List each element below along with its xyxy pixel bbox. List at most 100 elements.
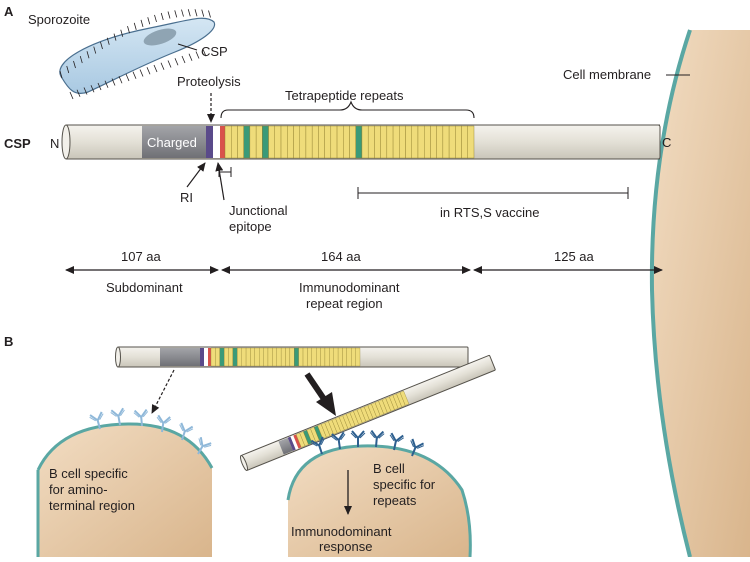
repeat-stripe (336, 125, 344, 159)
repeat-stripe-small (245, 347, 251, 367)
left-cell-label-line2: for amino- (49, 482, 108, 497)
repeat-stripe-small (263, 347, 269, 367)
sporozoite-hair (106, 37, 110, 45)
antibody-group-left (89, 407, 212, 455)
repeat-stripe-small (210, 347, 216, 367)
junctional-label-line1: Junctional (229, 203, 288, 218)
repeat-stripe (255, 125, 263, 159)
segment-2-aa: 164 aa (321, 249, 362, 264)
antibody-icon (156, 414, 172, 433)
repeat-stripe (268, 125, 276, 159)
sporozoite-hair (167, 60, 172, 68)
repeat-stripe-small (316, 347, 321, 367)
repeat-stripe-small (298, 347, 304, 367)
repeat-stripe-small (329, 347, 334, 367)
thick-arrow (304, 372, 336, 416)
repeat-stripe-small (351, 347, 356, 367)
sporozoite-hair (132, 71, 137, 79)
repeat-stripe (361, 125, 369, 159)
sporozoite-hair (133, 22, 137, 30)
panel-b-letter: B (4, 334, 13, 349)
dashed-arrow-left (151, 369, 175, 414)
repeat-stripe (293, 125, 300, 159)
repeat-stripe-small (228, 347, 234, 367)
sporozoite-hair (97, 82, 102, 91)
repeat-stripe (424, 125, 431, 159)
repeat-stripe-variant (355, 125, 363, 159)
antibody-icon (410, 438, 425, 457)
repeat-stripe (461, 125, 468, 159)
segment-2-desc-line2: repeat region (306, 296, 383, 311)
repeat-stripe-small (215, 347, 220, 367)
vaccine-bracket (357, 187, 629, 199)
repeat-stripe-tilted (399, 390, 410, 406)
sporozoite-icon (59, 9, 216, 100)
csp-rod-tilted (239, 354, 496, 471)
repeat-stripe-small (232, 347, 238, 367)
antibody-icon (310, 436, 325, 455)
repeat-stripe (442, 125, 450, 159)
antibody-icon (133, 408, 149, 427)
csp-row-label: CSP (4, 136, 31, 151)
proteolysis-label: Proteolysis (177, 74, 241, 89)
sporozoite-hair (194, 9, 198, 17)
sporozoite-hair (66, 65, 70, 74)
repeat-stripe-small (237, 347, 242, 367)
sporozoite-hair (93, 46, 97, 54)
repeats-label: Tetrapeptide repeats (285, 88, 404, 103)
repeat-stripe-small (346, 347, 352, 367)
sporozoite-hair (111, 78, 116, 86)
repeat-stripe (467, 125, 475, 159)
sporozoite-hair (86, 51, 90, 59)
sporozoite-hair (174, 10, 178, 18)
repeat-stripe-small (223, 347, 229, 367)
repeat-stripe (392, 125, 400, 159)
antibody-icon (389, 432, 405, 451)
repeat-stripe-small (241, 347, 247, 367)
repeat-stripe (299, 125, 307, 159)
panel-a-letter: A (4, 4, 14, 19)
sporozoite-hair (195, 51, 200, 59)
repeat-stripe-variant (262, 125, 269, 159)
repeat-stripe-small (311, 347, 317, 367)
ri-arrow (186, 162, 206, 188)
sporozoite-hair (113, 33, 117, 41)
junctional-arrow (215, 162, 225, 201)
sporozoite-hair (202, 49, 207, 57)
antibody-icon (89, 411, 104, 430)
segment-3-aa: 125 aa (554, 249, 595, 264)
repeat-stripe (448, 125, 456, 159)
repeat-stripe (274, 125, 282, 159)
c-terminus-label: C (662, 135, 671, 150)
sporozoite-label: Sporozoite (28, 12, 90, 27)
junctional-bracket (218, 167, 232, 177)
sporozoite-hair (181, 9, 184, 17)
junctional-label-line2: epitope (229, 219, 272, 234)
sporozoite-hair (154, 14, 157, 23)
cell-membrane-label: Cell membrane (563, 67, 651, 82)
antibody-icon (110, 407, 125, 426)
left-cell-label-line1: B cell specific (49, 466, 128, 481)
sporozoite-hair (208, 10, 211, 18)
sporozoite-hair (120, 29, 124, 37)
repeat-stripe-small (320, 347, 326, 367)
sporozoite-hair (140, 19, 144, 27)
repeat-stripe (367, 125, 375, 159)
sporozoite-hair (83, 87, 88, 95)
charged-label: Charged (147, 135, 197, 150)
junctional-band (220, 126, 225, 158)
sporozoite-hair (76, 89, 81, 97)
sporozoite-hair (59, 70, 63, 79)
antibody-icon (350, 430, 366, 447)
repeat-stripe (287, 125, 294, 159)
repeat-stripe (280, 125, 288, 159)
segment-1-desc: Subdominant (106, 280, 183, 295)
sporozoite-hair (160, 62, 165, 70)
right-cell-label-line3: repeats (373, 493, 417, 508)
sporozoite-hair (100, 41, 103, 50)
right-cell-label-line2: specific for (373, 477, 436, 492)
repeat-region-a (224, 125, 475, 159)
repeat-stripe (399, 125, 406, 159)
antibody-icon (179, 422, 194, 441)
repeat-stripe (455, 125, 462, 159)
